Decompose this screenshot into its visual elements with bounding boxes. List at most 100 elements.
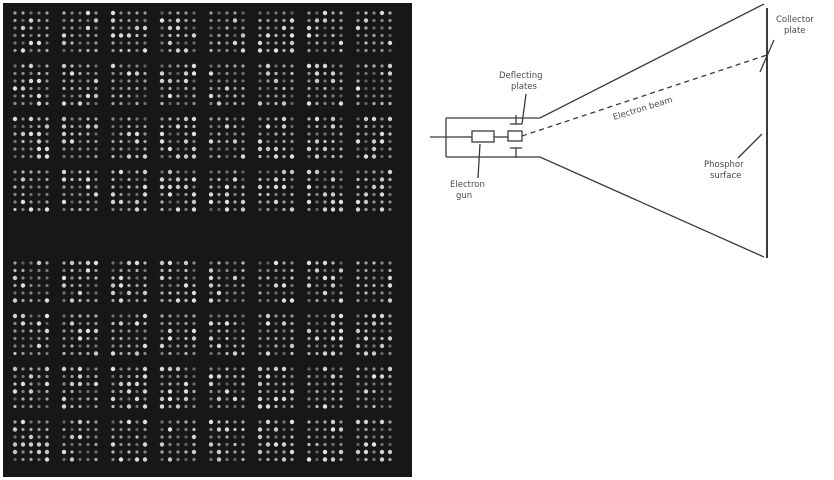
storage-dot (241, 26, 245, 30)
storage-dot (78, 177, 82, 182)
storage-dot (209, 367, 213, 371)
storage-dot (168, 291, 172, 295)
storage-dot (175, 404, 181, 409)
storage-dot (111, 261, 115, 265)
storage-dot (20, 199, 26, 205)
storage-dot (356, 374, 360, 379)
storage-dot (258, 207, 262, 212)
storage-dot (143, 321, 147, 326)
storage-dot (45, 404, 49, 409)
storage-dot (61, 63, 67, 69)
deflecting-plates (507, 130, 523, 142)
storage-dot (356, 336, 360, 341)
storage-dot (266, 18, 270, 23)
storage-dot (339, 185, 343, 189)
storage-dot (356, 298, 360, 303)
storage-dot (356, 94, 360, 98)
storage-dot (380, 336, 384, 341)
storage-dot (176, 94, 180, 98)
storage-dot (339, 321, 343, 326)
storage-dot (241, 389, 245, 394)
storage-dot (241, 11, 245, 15)
storage-dot (176, 314, 180, 318)
storage-dot (85, 260, 91, 266)
storage-dot (388, 268, 392, 273)
storage-dot (388, 192, 392, 197)
storage-dot (184, 124, 188, 129)
storage-dot (240, 33, 246, 38)
storage-dot (225, 382, 229, 386)
storage-dot (12, 389, 18, 394)
storage-dot (160, 147, 164, 151)
storage-dot (168, 64, 172, 68)
storage-dot (160, 420, 164, 424)
storage-dot (217, 71, 221, 76)
storage-dot (45, 420, 49, 424)
storage-dot (78, 261, 82, 265)
storage-dot (330, 427, 336, 432)
storage-dot (111, 435, 115, 439)
storage-dot (322, 207, 328, 212)
storage-dot (315, 276, 319, 280)
storage-dot (78, 276, 82, 280)
storage-dot (209, 397, 213, 401)
storage-dot (339, 94, 343, 98)
storage-dot (29, 336, 33, 341)
storage-dot (143, 200, 147, 204)
storage-dot (372, 404, 376, 409)
storage-dot (78, 457, 82, 462)
storage-dot (258, 442, 262, 447)
storage-dot (160, 94, 164, 98)
storage-dot (258, 276, 262, 280)
storage-dot (338, 298, 344, 303)
storage-dot (225, 18, 229, 23)
storage-dot (70, 64, 74, 68)
storage-dot (111, 420, 115, 424)
storage-dot (233, 427, 237, 432)
storage-dot (331, 11, 335, 15)
storage-dot (13, 268, 17, 273)
storage-dot (175, 124, 181, 129)
storage-dot (208, 381, 214, 387)
storage-dot (217, 200, 221, 204)
storage-dot (119, 132, 123, 136)
storage-dot (93, 192, 99, 197)
storage-dot (209, 170, 213, 174)
storage-dot (323, 374, 327, 379)
storage-dot (85, 177, 91, 182)
storage-dot (282, 344, 286, 348)
storage-dot (29, 154, 33, 159)
storage-dot (274, 450, 278, 454)
storage-dot (323, 442, 327, 447)
storage-dot (225, 177, 229, 182)
storage-dot (241, 132, 245, 136)
storage-dot (21, 374, 25, 379)
storage-dot (323, 283, 327, 288)
storage-dot (330, 313, 336, 319)
storage-dot (323, 117, 327, 121)
storage-dot (323, 101, 327, 106)
storage-dot (191, 328, 197, 334)
storage-dot (274, 382, 278, 386)
storage-dot (192, 86, 196, 91)
storage-dot (331, 382, 335, 386)
storage-dot (241, 427, 245, 432)
storage-dot (168, 442, 172, 447)
storage-dot (13, 124, 17, 129)
storage-dot (119, 86, 123, 91)
storage-dot (339, 79, 343, 83)
storage-dot (37, 397, 41, 401)
storage-dot (363, 116, 369, 122)
storage-dot (315, 344, 319, 348)
storage-dot (12, 449, 18, 455)
storage-dot (119, 351, 123, 356)
storage-dot (225, 374, 229, 379)
storage-dot (225, 79, 229, 83)
storage-dot (339, 86, 343, 91)
storage-dot (208, 71, 214, 76)
storage-dot (209, 177, 213, 182)
storage-dot (217, 314, 221, 318)
storage-dot (192, 427, 196, 432)
storage-dot (265, 124, 271, 129)
storage-dot (364, 26, 368, 30)
